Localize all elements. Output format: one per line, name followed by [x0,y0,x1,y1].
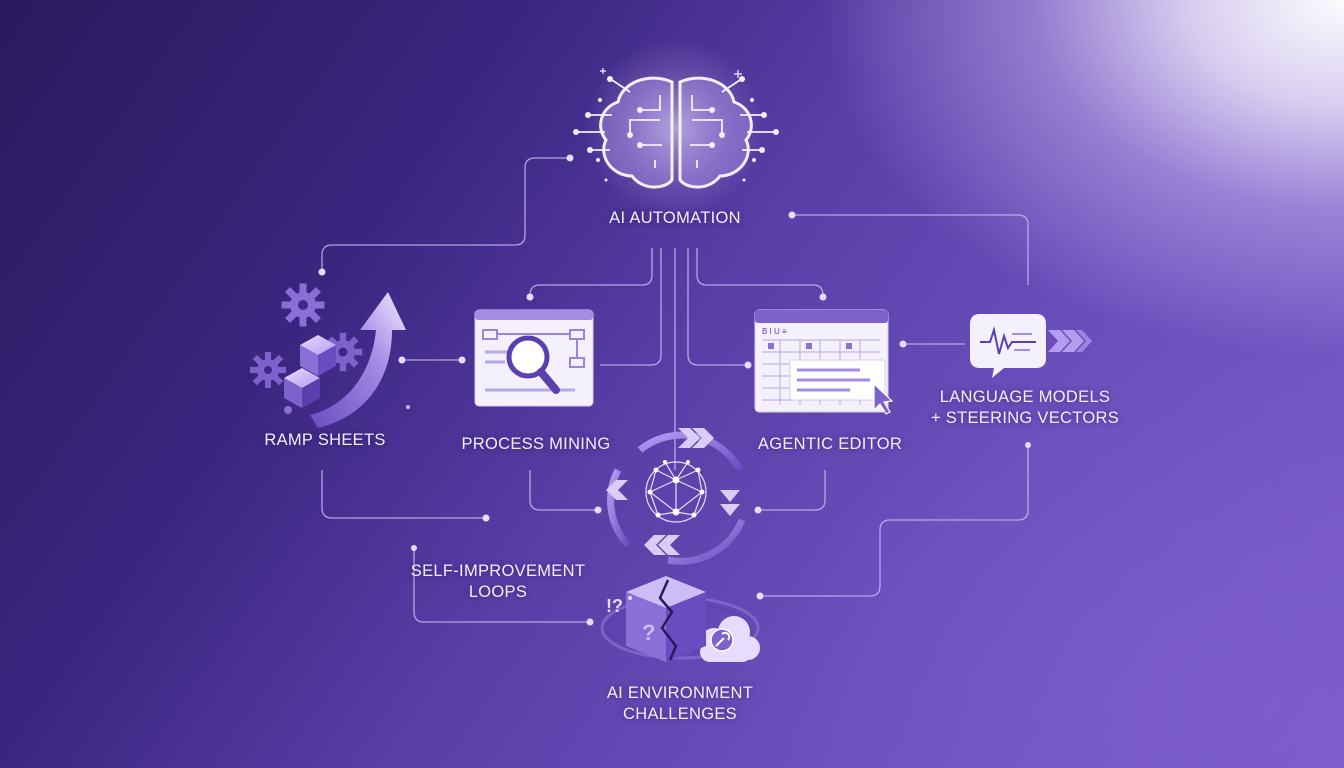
connector-to-process-mining [529,248,653,300]
connector-brain-trunk-3 [687,248,748,366]
node-label-agentic-editor: AGENTIC EDITOR [757,435,903,453]
connector-to-agentic-editor [696,248,824,300]
node-label-process-mining: PROCESS MINING [461,435,611,453]
cube-question-mark: ? [642,620,655,645]
node-label-self-improvement: SELF-IMPROVEMENT LOOPS [408,561,588,603]
language-models-icon [970,314,1092,378]
trend-arrow-icon [310,292,406,428]
ramp-sheets-icon [250,283,410,428]
node-label-language-models-line2: + STEERING VECTORS [930,409,1119,427]
question-marks: !? [606,596,623,616]
connector-editor-ring [758,470,826,511]
connector-self-improvement [413,548,590,623]
node-label-ramp-sheets: RAMP SHEETS [264,431,386,449]
gear-icon [250,352,286,388]
connector-ramp-down [321,470,486,519]
environment-challenges-icon: ? !? [600,576,760,662]
connector-brain-trunk [600,248,662,366]
self-improvement-loop-icon [606,428,746,565]
connector-dots [318,154,1031,626]
node-label-ai-environment: AI ENVIRONMENT CHALLENGES [590,683,770,725]
cursor-icon [873,382,894,415]
node-label-language-models: LANGUAGE MODELS + STEERING VECTORS [930,387,1120,429]
connector-right-top-loop [792,214,1029,285]
process-mining-icon [474,309,594,407]
cube-icon [284,368,320,408]
connector-brain-ramp [321,157,570,270]
connector-language-down [760,445,1029,597]
chevron-icon [606,428,740,555]
node-label-ai-automation: AI AUTOMATION [609,209,741,227]
brain-icon [573,38,779,218]
agentic-editor-icon: B I U ≡ [754,309,894,415]
node-label-ai-environment-line2: CHALLENGES [623,705,737,723]
editor-toolbar-text: B I U ≡ [762,327,787,336]
node-label-self-improvement-line2: LOOPS [468,583,528,601]
cube-icon [300,335,336,376]
node-label-self-improvement-line1: SELF-IMPROVEMENT [410,562,586,580]
node-label-ai-environment-line1: AI ENVIRONMENT [606,684,754,702]
crack-icon [658,579,678,661]
connector-process-ring [529,470,598,511]
node-label-language-models-line1: LANGUAGE MODELS [939,388,1111,406]
chevron-right-icon [1048,330,1092,352]
connector-lines [321,157,1029,623]
gear-icon [281,283,325,327]
